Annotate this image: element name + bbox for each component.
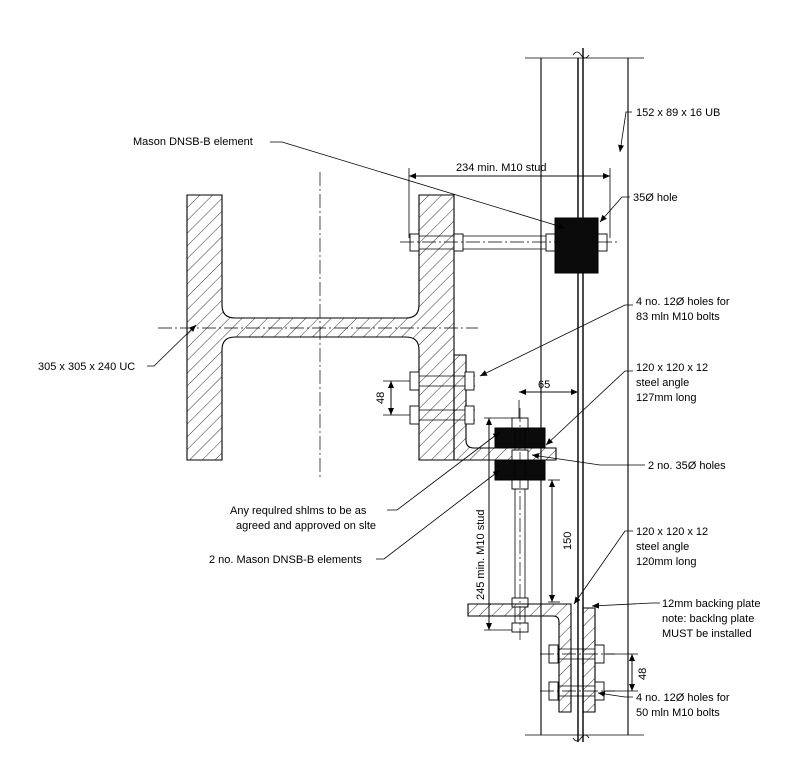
bottom-angle xyxy=(467,603,615,713)
dim-text-245: 245 min. M10 stud xyxy=(475,510,487,601)
dim-text-150: 150 xyxy=(562,532,574,550)
label-holes-bot-2: 50 mln M10 bolts xyxy=(636,707,720,719)
mason-elements-pair xyxy=(494,408,546,640)
label-uc-section: 305 x 305 x 240 UC xyxy=(38,361,135,373)
dim-245 xyxy=(484,417,512,631)
dim-48-bottom xyxy=(604,653,638,692)
dim-text-48-bottom: 48 xyxy=(637,668,649,680)
top-angle xyxy=(409,354,557,461)
label-holes-bot-1: 4 no. 12Ø holes for xyxy=(636,692,730,704)
label-angle-bot-2: steel angle xyxy=(636,541,689,553)
uc-section xyxy=(158,172,478,478)
dim-234 xyxy=(408,168,611,238)
label-mason-two: 2 no. Mason DNSB-B elements xyxy=(209,554,362,566)
label-hole-top: 35Ø hole xyxy=(633,192,678,204)
label-backing-2: note: backlng plate xyxy=(662,613,754,625)
label-angle-top-1: 120 x 120 x 12 xyxy=(636,362,708,374)
label-shims-1: Any requlred shlms to be as xyxy=(230,505,367,517)
dim-150 xyxy=(548,479,560,603)
dim-text-48-top: 48 xyxy=(375,392,387,404)
label-backing-1: 12mm backing plate xyxy=(662,598,760,610)
label-angle-top-2: steel angle xyxy=(636,377,689,389)
label-stud-top: 234 min. M10 stud xyxy=(456,162,547,174)
label-ub-section: 152 x 89 x 16 UB xyxy=(636,107,720,119)
label-mason-element: Mason DNSB-B element xyxy=(133,136,253,148)
label-holes-top-1: 4 no. 12Ø holes for xyxy=(636,296,730,308)
label-shims-2: agreed and approved on slte xyxy=(236,520,376,532)
dim-48-top xyxy=(383,380,410,416)
label-backing-3: MUST be installed xyxy=(662,628,752,640)
label-holes-top-2: 83 mln M10 bolts xyxy=(636,311,720,323)
leader-lines xyxy=(147,111,660,698)
label-angle-bot-3: 120mm long xyxy=(636,556,697,568)
mason-element-top xyxy=(554,217,599,274)
top-stud xyxy=(400,233,620,252)
dim-text-65: 65 xyxy=(538,379,550,391)
label-holes-mid: 2 no. 35Ø holes xyxy=(648,460,726,472)
label-angle-top-3: 127mm long xyxy=(636,392,697,404)
label-angle-bot-1: 120 x 120 x 12 xyxy=(636,526,708,538)
